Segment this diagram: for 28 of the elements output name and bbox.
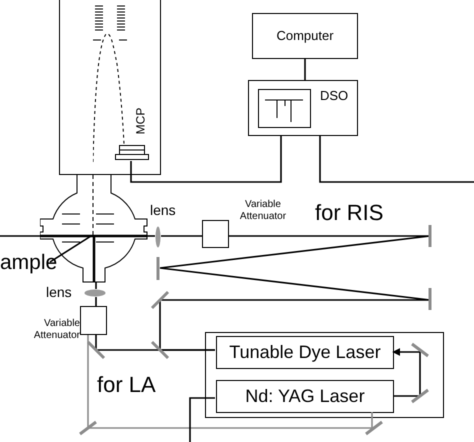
connector-line [147,235,155,237]
leader-line [50,235,92,263]
connector-line [319,135,474,183]
oscilloscope-label: DSO [320,89,348,102]
sample-label: ample [0,252,58,273]
mcp-label: MCP [134,108,146,134]
lens-label: lens [150,203,176,217]
beam-label: for LA [97,374,156,396]
connector-line [304,58,306,80]
connector-line [95,282,97,289]
connector-line [87,335,373,429]
laser-box: Tunable Dye Laser [216,336,394,369]
connector-line [392,348,421,397]
attenuator-label: Variable Attenuator [238,199,288,223]
connector-line [130,135,282,183]
connector-line [95,297,97,306]
connector-line [189,397,215,442]
flight-tube [59,0,161,175]
laser-box: Nd: YAG Laser [216,380,394,413]
lens-label: lens [46,285,72,299]
computer-box: Computer [252,13,358,59]
laser-enclosure [205,332,444,418]
connector-line [161,235,202,237]
attenuator-label: Variable Attenuator [32,318,80,342]
oscilloscope-box [248,80,358,136]
connector-line [95,335,215,351]
connector-line [159,235,431,351]
beam-label: for RIS [315,202,384,224]
